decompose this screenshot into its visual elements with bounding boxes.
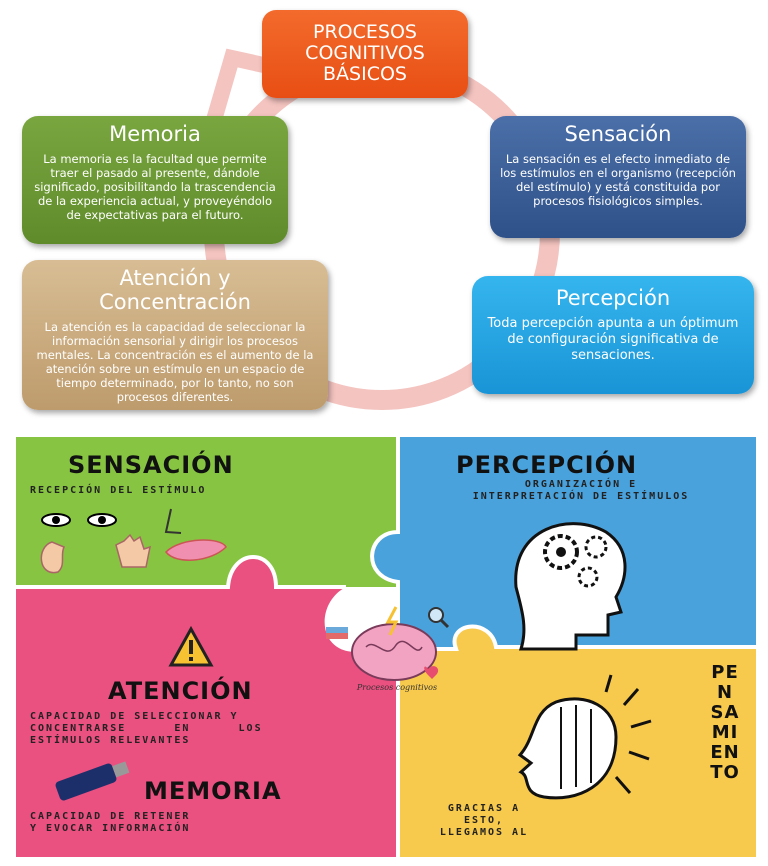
- eye-icon: [41, 513, 71, 527]
- cycle-diagram: PROCESOS COGNITIVOS BÁSICOS Sensación La…: [0, 0, 768, 428]
- puzzle-pensamiento-title: PENSAMIENTO: [710, 662, 740, 783]
- atencion-text: La atención es la capacidad de seleccion…: [36, 320, 314, 404]
- title-line-2: COGNITIVOS: [305, 42, 425, 64]
- center-caption: Procesos cognitivos: [356, 683, 438, 692]
- puzzle-memoria-subtitle-line-1: CAPACIDAD DE RETENER: [30, 811, 191, 822]
- atencion-box: Atención y Concentración La atención es …: [22, 260, 328, 410]
- puzzle-percepcion-subtitle-line-1: ORGANIZACIÓN E: [524, 479, 638, 490]
- puzzle-atencion-subtitle-line-3: ESTÍMULOS RELEVANTES: [30, 735, 191, 746]
- puzzle-pensamiento-note-line-2: ESTO,: [463, 815, 505, 826]
- nose-icon: [164, 508, 182, 534]
- brain-icon: [326, 606, 450, 681]
- warning-icon: [168, 625, 214, 667]
- puzzle-sensacion-title: SENSACIÓN: [68, 451, 234, 479]
- puzzle-percepcion-subtitle-line-2: INTERPRETACIÓN DE ESTÍMULOS: [472, 491, 690, 502]
- tongue-icon: [165, 539, 227, 561]
- percepcion-box: Percepción Toda percepción apunta a un ó…: [472, 276, 754, 394]
- memoria-title: Memoria: [109, 122, 201, 146]
- puzzle-sensacion-subtitle: RECEPCIÓN DEL ESTÍMULO: [30, 485, 207, 496]
- usb-drive-icon: [55, 761, 130, 801]
- head-gears-icon: [514, 522, 627, 651]
- atencion-title-line-1: Atención y: [119, 266, 231, 290]
- memoria-box: Memoria La memoria es la facultad que pe…: [22, 116, 288, 244]
- title-line-1: PROCESOS: [313, 21, 417, 43]
- puzzle-memoria-subtitle: CAPACIDAD DE RETENER Y EVOCAR INFORMACIÓ…: [30, 811, 380, 835]
- puzzle-atencion-subtitle-line-2: CONCENTRARSE EN LOS: [30, 723, 263, 734]
- memoria-text: La memoria es la facultad que permite tr…: [34, 152, 276, 222]
- sensacion-box: Sensación La sensación es el efecto inme…: [490, 116, 746, 238]
- puzzle-memoria-title: MEMORIA: [144, 777, 282, 805]
- puzzle-pieces: [16, 437, 756, 857]
- puzzle-percepcion-subtitle: ORGANIZACIÓN E INTERPRETACIÓN DE ESTÍMUL…: [416, 479, 746, 503]
- sensacion-title: Sensación: [564, 122, 672, 146]
- hand-icon: [115, 533, 151, 568]
- puzzle-pensamiento-note-line-1: GRACIAS A: [447, 803, 521, 814]
- puzzle-pensamiento-note: GRACIAS A ESTO, LLEGAMOS AL: [414, 803, 554, 839]
- puzzle-atencion-subtitle: CAPACIDAD DE SELECCIONAR Y CONCENTRARSE …: [30, 711, 380, 747]
- percepcion-title: Percepción: [555, 286, 671, 310]
- eye-icon-2: [87, 513, 117, 527]
- ear-icon: [40, 541, 66, 574]
- puzzle-pensamiento-note-line-3: LLEGAMOS AL: [439, 827, 529, 838]
- percepcion-text: Toda percepción apunta a un óptimum de c…: [487, 316, 739, 363]
- atencion-title-line-2: Concentración: [99, 290, 251, 314]
- puzzle-atencion-title: ATENCIÓN: [108, 677, 253, 705]
- puzzle-infographic: SENSACIÓN RECEPCIÓN DEL ESTÍMULO PERCEPC…: [16, 437, 756, 857]
- sensacion-text: La sensación es el efecto inmediato de l…: [500, 152, 736, 208]
- puzzle-percepcion-title: PERCEPCIÓN: [456, 451, 638, 479]
- thinking-head-icon: [517, 674, 652, 800]
- puzzle-piece-sensacion: [16, 437, 398, 587]
- title-line-3: BÁSICOS: [323, 63, 407, 85]
- cycle-arrowhead: [206, 48, 270, 123]
- puzzle-atencion-subtitle-line-1: CAPACIDAD DE SELECCIONAR Y: [30, 711, 239, 722]
- puzzle-memoria-subtitle-line-2: Y EVOCAR INFORMACIÓN: [30, 823, 191, 834]
- title-box: PROCESOS COGNITIVOS BÁSICOS: [262, 10, 468, 98]
